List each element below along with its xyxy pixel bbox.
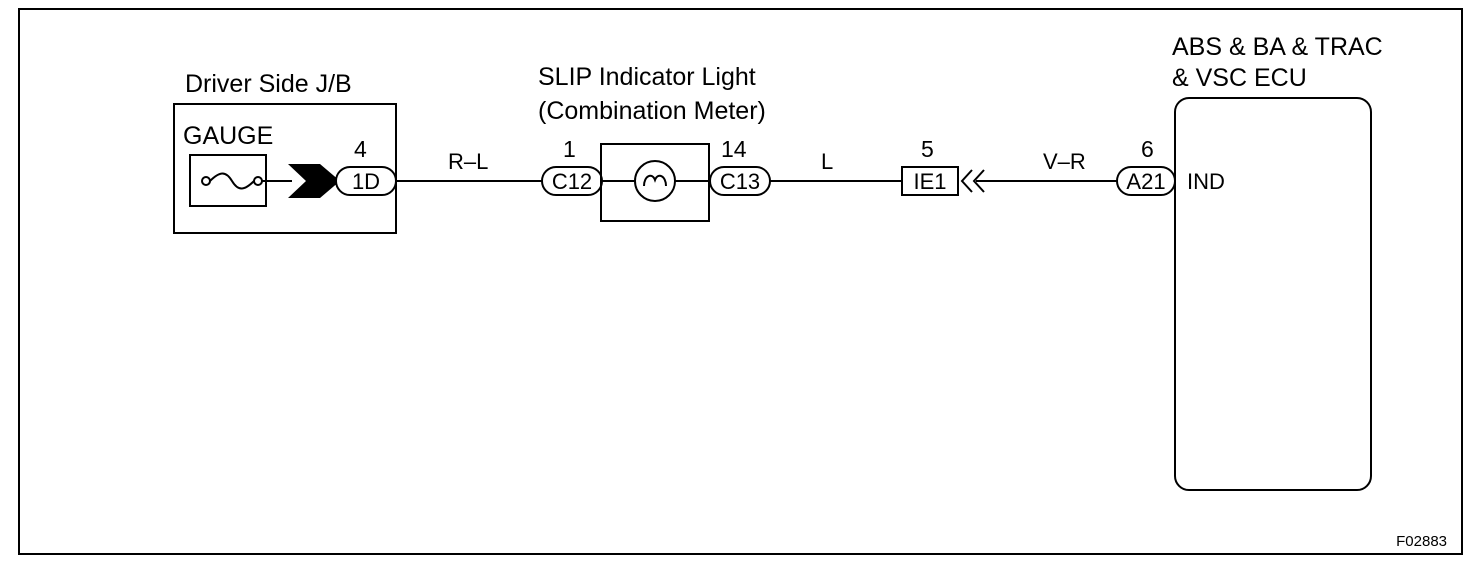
- indicator-connector-in-label: C12: [552, 169, 592, 194]
- ecu-box: [1174, 97, 1372, 491]
- fuse-label: GAUGE: [183, 122, 273, 150]
- junction-block-connector-label: 1D: [352, 169, 380, 194]
- junction-connector-pin: 5: [921, 136, 934, 162]
- bulb-icon: [634, 160, 676, 202]
- wire-1-color-code: R–L: [448, 149, 488, 174]
- junction-connector-label: IE1: [913, 169, 946, 194]
- junction-block-title: Driver Side J/B: [185, 70, 352, 98]
- indicator-connector-out-label: C13: [720, 169, 760, 194]
- figure-code: F02883: [1396, 533, 1447, 550]
- junction-block-box: [173, 103, 397, 234]
- ecu-title-line2: & VSC ECU: [1172, 64, 1307, 92]
- female-connector-icon: [960, 169, 985, 193]
- fuse-icon: [189, 154, 292, 207]
- wire-3-color-code: V–R: [1043, 149, 1086, 174]
- indicator-pin-out: 14: [721, 136, 747, 162]
- indicator-box: [600, 143, 710, 222]
- wire-2-color-code: L: [821, 149, 833, 174]
- ecu-title-line1: ABS & BA & TRAC: [1172, 33, 1383, 61]
- ecu-pin: 6: [1141, 136, 1154, 162]
- junction-connector-box: [901, 166, 959, 196]
- ecu-terminal-label: IND: [1187, 169, 1225, 194]
- indicator-title-line1: SLIP Indicator Light: [538, 63, 756, 91]
- male-connector-icon: [288, 164, 340, 198]
- ecu-connector-label: A21: [1126, 169, 1165, 194]
- indicator-title-line2: (Combination Meter): [538, 97, 766, 125]
- diagram-frame: [18, 8, 1463, 555]
- indicator-pin-in: 1: [563, 136, 576, 162]
- junction-block-pin: 4: [354, 136, 367, 162]
